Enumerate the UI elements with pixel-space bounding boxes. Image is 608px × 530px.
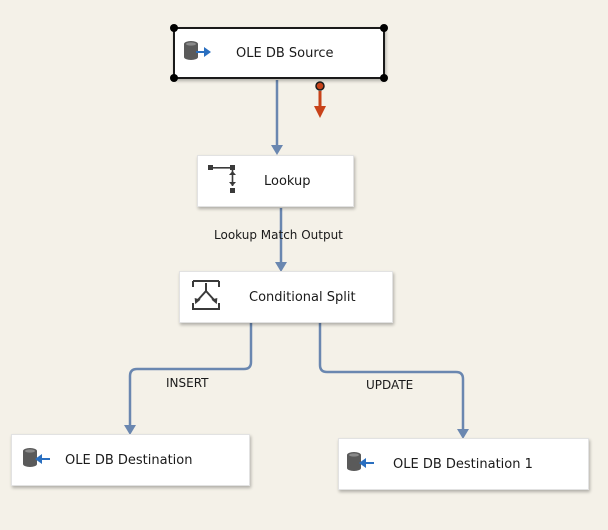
path-label-update[interactable]: UPDATE	[366, 378, 414, 392]
resize-handle-bottom-right[interactable]	[380, 74, 388, 82]
path-arrow-head	[271, 145, 283, 155]
component-label: Conditional Split	[249, 289, 356, 305]
path-insert[interactable]	[128, 323, 253, 426]
component-label: OLE DB Source	[236, 45, 334, 61]
component-label: OLE DB Destination 1	[393, 456, 533, 472]
component-label: Lookup	[264, 173, 311, 189]
resize-handle-top-right[interactable]	[380, 24, 388, 32]
component-label: OLE DB Destination	[65, 452, 193, 468]
ole-db-source-icon	[182, 39, 212, 67]
path-update[interactable]	[318, 323, 465, 430]
resize-handle-bottom-left[interactable]	[170, 74, 178, 82]
ole-db-destination-component[interactable]: OLE DB Destination	[11, 434, 250, 486]
error-output-handle[interactable]	[315, 81, 325, 91]
ole-db-source-component[interactable]: OLE DB Source	[170, 24, 388, 82]
conditional-split-icon	[191, 279, 221, 315]
lookup-component[interactable]: Lookup	[197, 155, 354, 207]
path-label-lookup-match-output[interactable]: Lookup Match Output	[214, 228, 343, 242]
lookup-icon	[208, 164, 236, 198]
path-label-insert[interactable]: INSERT	[166, 376, 209, 390]
ole-db-destination-1-component[interactable]: OLE DB Destination 1	[338, 438, 589, 490]
conditional-split-component[interactable]: Conditional Split	[179, 271, 393, 323]
resize-handle-top-left[interactable]	[170, 24, 178, 32]
ole-db-destination-icon	[345, 450, 375, 478]
ole-db-destination-icon	[21, 446, 51, 474]
error-output-arrow-head	[314, 106, 326, 118]
